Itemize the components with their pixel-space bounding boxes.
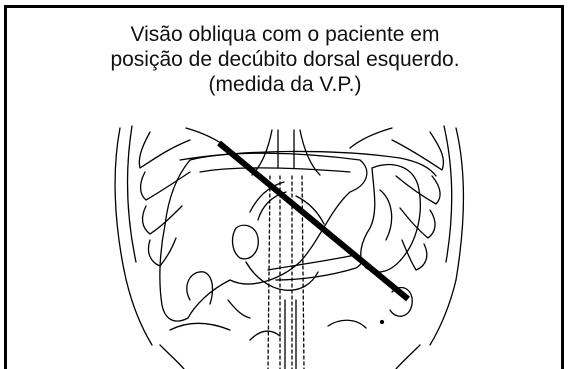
diaphragm	[179, 150, 437, 177]
intestines	[169, 299, 385, 341]
caption-line-1: Visão obliqua com o paciente em	[130, 23, 440, 46]
liver-inner-contour	[199, 167, 351, 173]
frame-border-left	[4, 5, 7, 369]
ribcage-left	[114, 125, 229, 271]
stomach-outline	[360, 163, 421, 273]
lower-body-outline	[123, 269, 457, 369]
frame-border-right	[561, 5, 564, 369]
figure-caption: Visão obliqua com o paciente em posição …	[40, 22, 530, 97]
frame-border-top	[4, 5, 564, 8]
ribcage-right	[349, 125, 465, 281]
stomach-fold	[379, 189, 393, 241]
caption-line-3: (medida da V.P.)	[208, 73, 362, 96]
kidney-left	[389, 287, 413, 317]
caption-line-2: posição de decúbito dorsal esquerdo.	[110, 48, 460, 71]
duodenum	[245, 261, 319, 291]
liver-outline	[159, 152, 368, 322]
gallbladder	[231, 224, 259, 260]
kidney-right	[186, 271, 214, 305]
oblique-scan-line	[217, 140, 410, 302]
